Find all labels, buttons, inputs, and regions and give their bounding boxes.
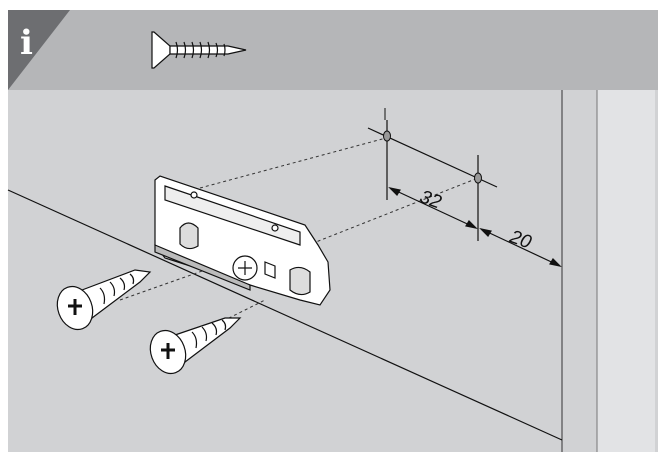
mounting-bracket <box>154 175 331 306</box>
info-corner <box>8 10 70 90</box>
shelf-line <box>7 189 563 441</box>
hole-marker <box>383 130 391 142</box>
screw-2 <box>149 317 242 375</box>
info-icon: i <box>20 23 33 63</box>
cabinet-side-panel <box>8 90 658 452</box>
countersunk-screw-icon <box>151 31 247 69</box>
dimension-drawing <box>367 120 562 267</box>
header-band <box>8 10 658 90</box>
hole-marker <box>474 172 482 184</box>
screw-1 <box>56 269 152 331</box>
